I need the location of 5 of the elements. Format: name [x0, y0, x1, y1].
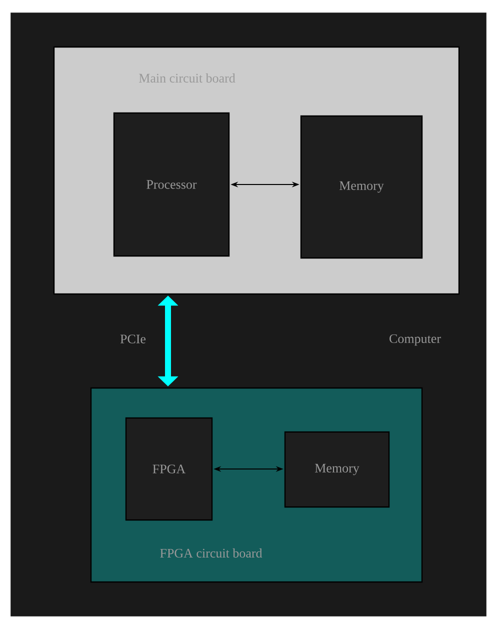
chip-box: Memory [300, 115, 423, 259]
chip-box: Memory [284, 431, 390, 508]
edge-label: PCIe [119, 334, 147, 344]
chip-box: FPGA [125, 417, 213, 521]
chip-box: Processor [113, 112, 230, 257]
